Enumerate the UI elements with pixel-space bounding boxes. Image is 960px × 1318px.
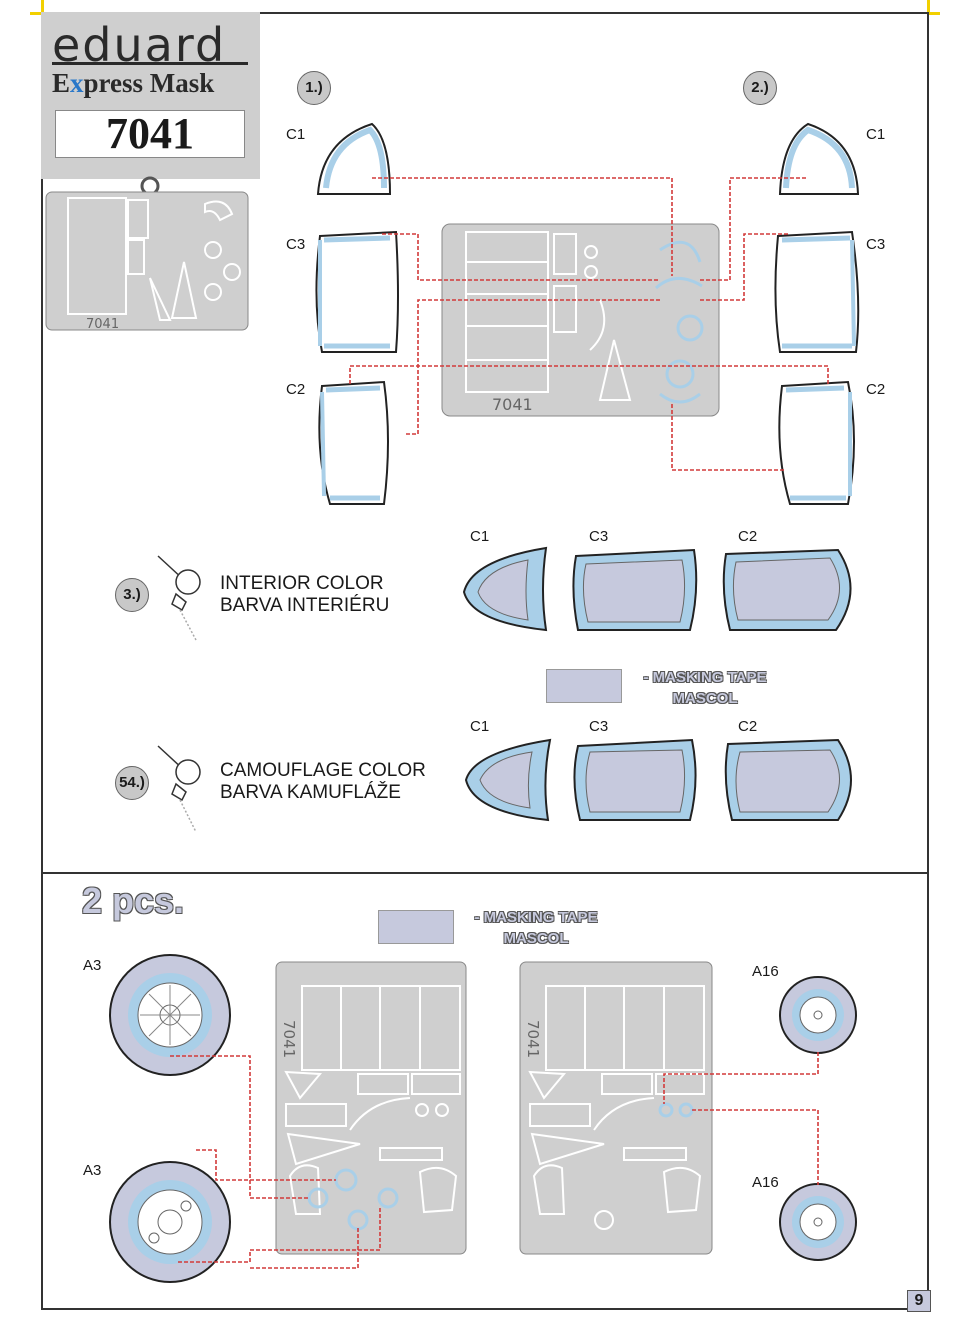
fret-wheels-left: 7041 xyxy=(275,961,467,1255)
label-c2-left: C2 xyxy=(286,381,306,398)
canopy-c3-right xyxy=(774,230,860,353)
camo-en: CAMOUFLAGE COLOR xyxy=(220,760,426,781)
canopy-c1-right xyxy=(778,122,860,195)
product-name-text: xpress Mask xyxy=(70,68,215,98)
canopy-c2-right xyxy=(778,380,855,505)
wheel-a3-bottom xyxy=(109,1161,231,1283)
step-4: 54.) xyxy=(115,766,149,800)
section-divider xyxy=(41,872,929,874)
label-c2-camo: C2 xyxy=(738,718,758,735)
canopy-c1-left xyxy=(316,122,392,195)
brand-name: eduard xyxy=(52,18,227,72)
leader-lines-top xyxy=(349,177,829,471)
legend-top-line1: - MASKING TAPE xyxy=(643,669,767,686)
wheel-a16-top xyxy=(779,976,857,1054)
page-number: 9 xyxy=(907,1290,931,1312)
legend-bottom: - MASKING TAPE MASCOL xyxy=(459,907,613,949)
label-c2-right: C2 xyxy=(866,381,886,398)
label-c2-interior: C2 xyxy=(738,528,758,545)
interior-en: INTERIOR COLOR xyxy=(220,573,384,594)
fret-main xyxy=(441,223,720,417)
label-c1-interior: C1 xyxy=(470,528,490,545)
label-a16-bottom: A16 xyxy=(752,1174,779,1191)
mask-interior-c1 xyxy=(462,546,548,632)
product-name: Express Mask xyxy=(52,68,214,99)
mask-interior-c2 xyxy=(722,548,852,631)
fret-small-cutouts xyxy=(67,197,241,321)
airbrush-icon xyxy=(157,745,201,833)
fret-small xyxy=(45,191,249,331)
label-a3-bottom: A3 xyxy=(83,1162,102,1179)
legend-top: - MASKING TAPE MASCOL xyxy=(628,667,782,709)
crop-mark-left xyxy=(30,12,41,15)
camo-cz: BARVA KAMUFLÁŽE xyxy=(220,782,401,803)
brand-x-mark: E xyxy=(52,68,71,98)
label-c3-interior: C3 xyxy=(589,528,609,545)
fret-main-label: 7041 xyxy=(492,395,533,414)
wheel-a16-bottom xyxy=(779,1183,857,1261)
legend-bottom-line1: - MASKING TAPE xyxy=(474,909,598,926)
step-1: 1.) xyxy=(297,71,331,105)
brand-underline xyxy=(52,62,248,65)
label-a3-top: A3 xyxy=(83,957,102,974)
fret-wheels-left-label: 7041 xyxy=(280,1020,298,1058)
mask-camo-c3 xyxy=(573,738,697,821)
label-c3-camo: C3 xyxy=(589,718,609,735)
fret-small-label: 7041 xyxy=(86,317,119,332)
canopy-c3-left xyxy=(315,230,399,353)
interior-instruction: INTERIOR COLOR BARVA INTERIÉRU xyxy=(220,573,389,617)
crop-mark-top xyxy=(41,0,44,12)
legend-swatch-bottom xyxy=(378,910,454,944)
mask-interior-c3 xyxy=(572,548,698,631)
wheel-a3-top xyxy=(109,954,231,1076)
label-c1-camo: C1 xyxy=(470,718,490,735)
mask-camo-c2 xyxy=(724,738,852,821)
step-2: 2.) xyxy=(743,71,777,105)
legend-bottom-line2: MASCOL xyxy=(503,930,569,947)
leader-lines-bottom xyxy=(170,1052,819,1269)
fret-wheels-right-label: 7041 xyxy=(524,1020,542,1058)
legend-swatch-top xyxy=(546,669,622,703)
label-a16-top: A16 xyxy=(752,963,779,980)
legend-top-line2: MASCOL xyxy=(672,690,738,707)
fret-wheels-right: 7041 xyxy=(519,961,713,1255)
product-number: 7041 xyxy=(55,110,245,158)
crop-mark-top-right xyxy=(927,0,930,12)
label-c1-left: C1 xyxy=(286,126,306,143)
mask-camo-c1 xyxy=(464,738,552,822)
fret-main-blue-parts xyxy=(654,240,704,404)
label-c3-left: C3 xyxy=(286,236,306,253)
step-3: 3.) xyxy=(115,578,149,612)
interior-cz: BARVA INTERIÉRU xyxy=(220,595,390,616)
page-frame xyxy=(41,12,929,1310)
camo-instruction: CAMOUFLAGE COLOR BARVA KAMUFLÁŽE xyxy=(220,760,426,804)
crop-mark-right xyxy=(929,12,940,15)
canopy-c2-left xyxy=(318,380,389,505)
label-c1-right: C1 xyxy=(866,126,886,143)
fret-main-cutouts xyxy=(465,231,632,401)
label-c3-right: C3 xyxy=(866,236,886,253)
airbrush-icon xyxy=(157,555,201,641)
wheels-quantity: 2 pcs. xyxy=(82,880,185,921)
